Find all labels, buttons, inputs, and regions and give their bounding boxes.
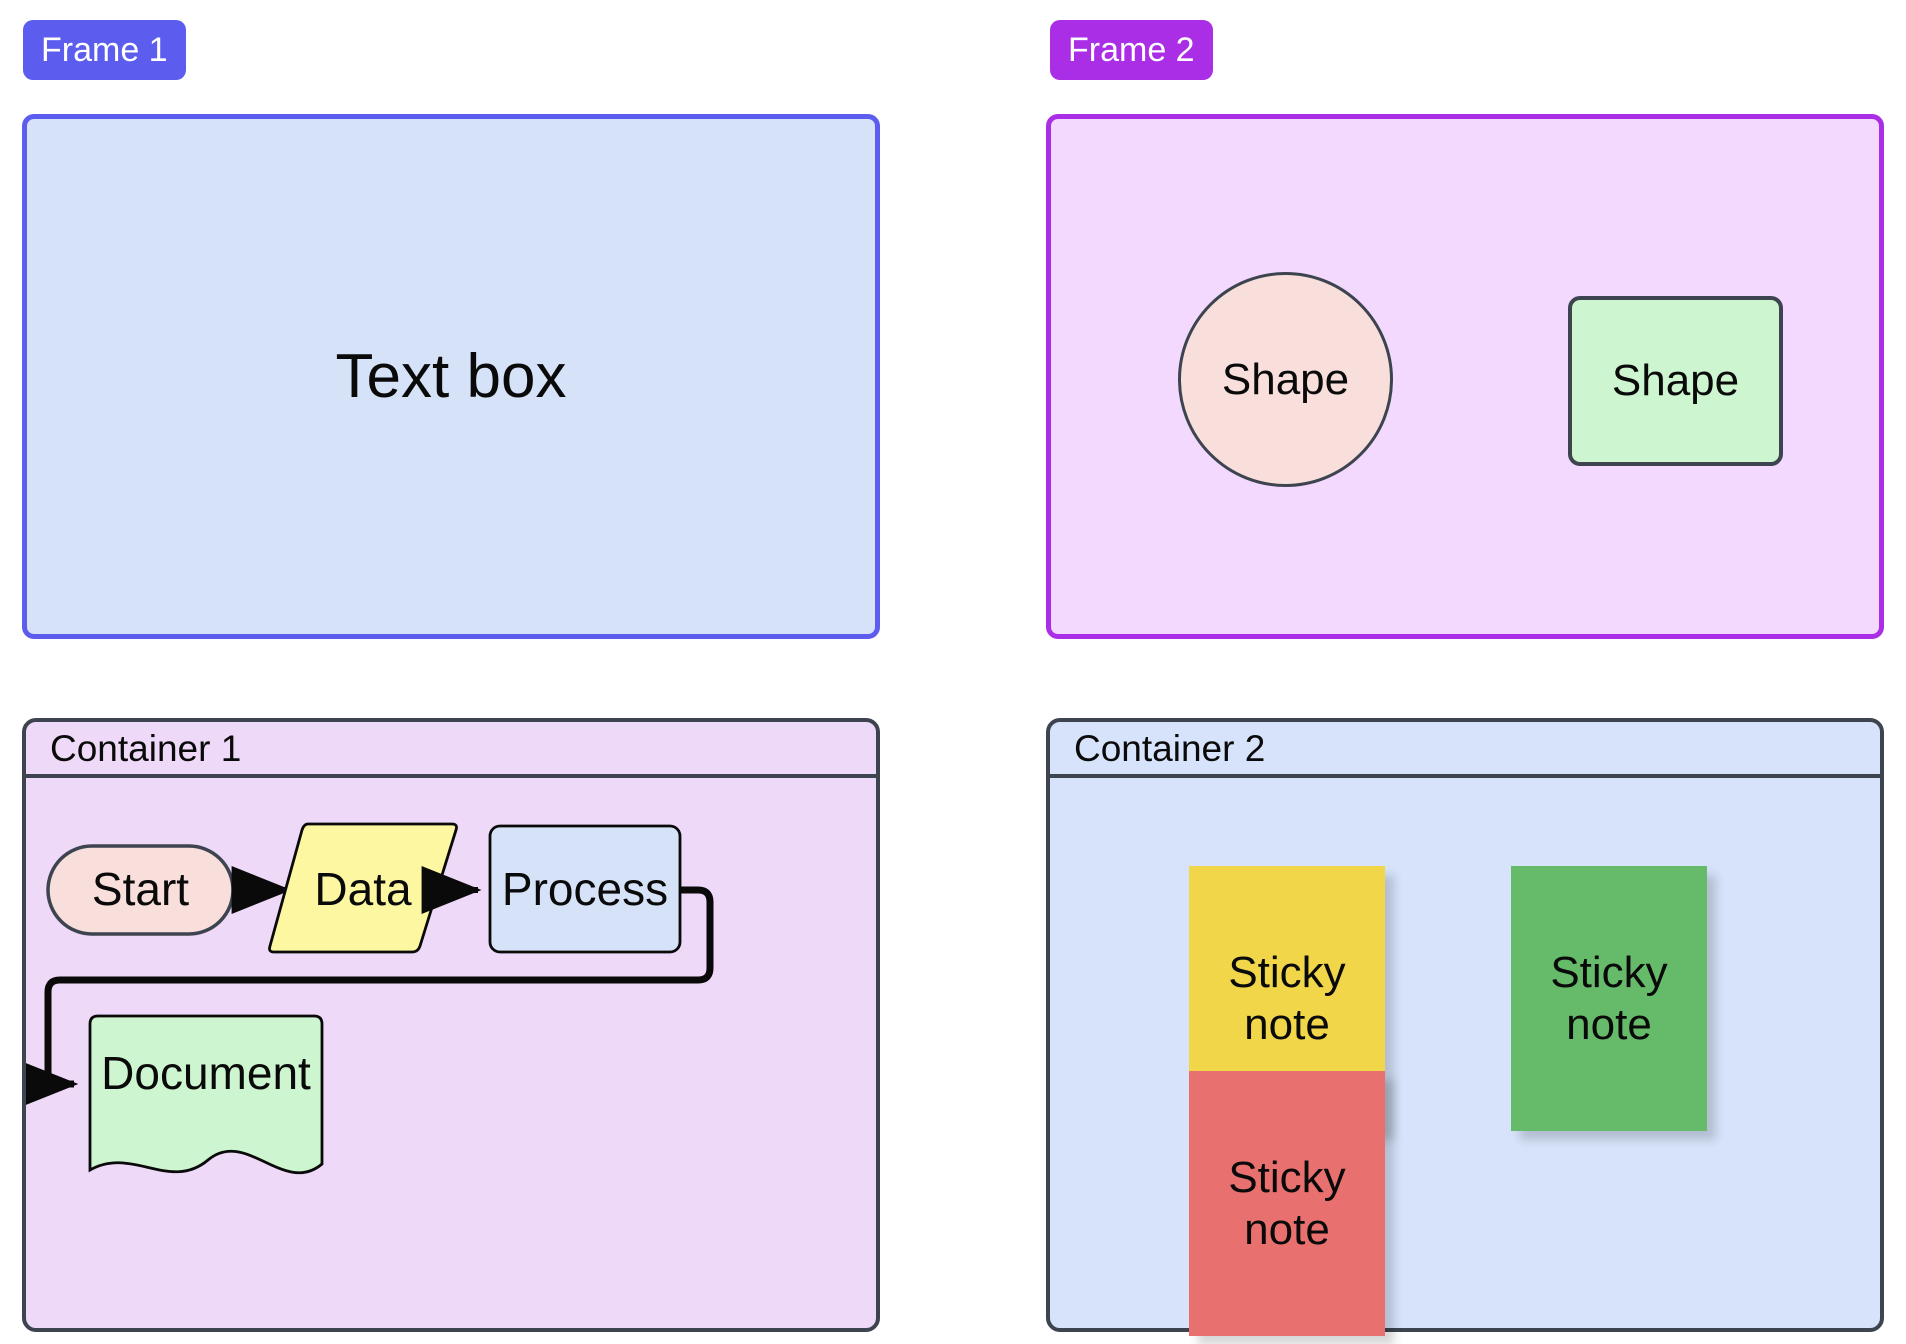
shape-ellipse[interactable]: Shape <box>1178 272 1393 487</box>
sticky-note-green[interactable]: Sticky note <box>1511 866 1707 1131</box>
node-document-shape[interactable] <box>88 1014 324 1175</box>
container-2-header[interactable]: Container 2 <box>1050 722 1880 778</box>
frame-2-label[interactable]: Frame 2 <box>1050 20 1213 80</box>
container-1-title: Container 1 <box>50 727 242 769</box>
shape-rounded-rect[interactable]: Shape <box>1568 296 1783 466</box>
frame-1-label-text: Frame 1 <box>41 31 168 69</box>
text-box-content[interactable]: Text box <box>335 341 567 411</box>
container-2-title: Container 2 <box>1074 727 1266 769</box>
container-1-body: Start Data Process Document <box>26 778 876 1328</box>
flowchart-graphics <box>26 822 714 1175</box>
frame-2-label-text: Frame 2 <box>1068 31 1195 69</box>
node-data-shape[interactable] <box>268 822 458 954</box>
container-1-header[interactable]: Container 1 <box>26 722 876 778</box>
frame-1-body[interactable]: Text box <box>22 114 880 639</box>
container-1[interactable]: Container 1 <box>22 718 880 1332</box>
frame-1-label[interactable]: Frame 1 <box>23 20 186 80</box>
shape-rounded-rect-label: Shape <box>1611 356 1740 405</box>
sticky-note-red[interactable]: Sticky note <box>1189 1071 1385 1336</box>
edge-process-document <box>26 886 714 1112</box>
node-start-shape[interactable] <box>46 844 235 936</box>
container-2[interactable]: Container 2 <box>1046 718 1884 1332</box>
shape-ellipse-label: Shape <box>1221 354 1350 404</box>
container-2-body <box>1050 778 1880 1328</box>
node-process-shape[interactable] <box>488 824 682 954</box>
